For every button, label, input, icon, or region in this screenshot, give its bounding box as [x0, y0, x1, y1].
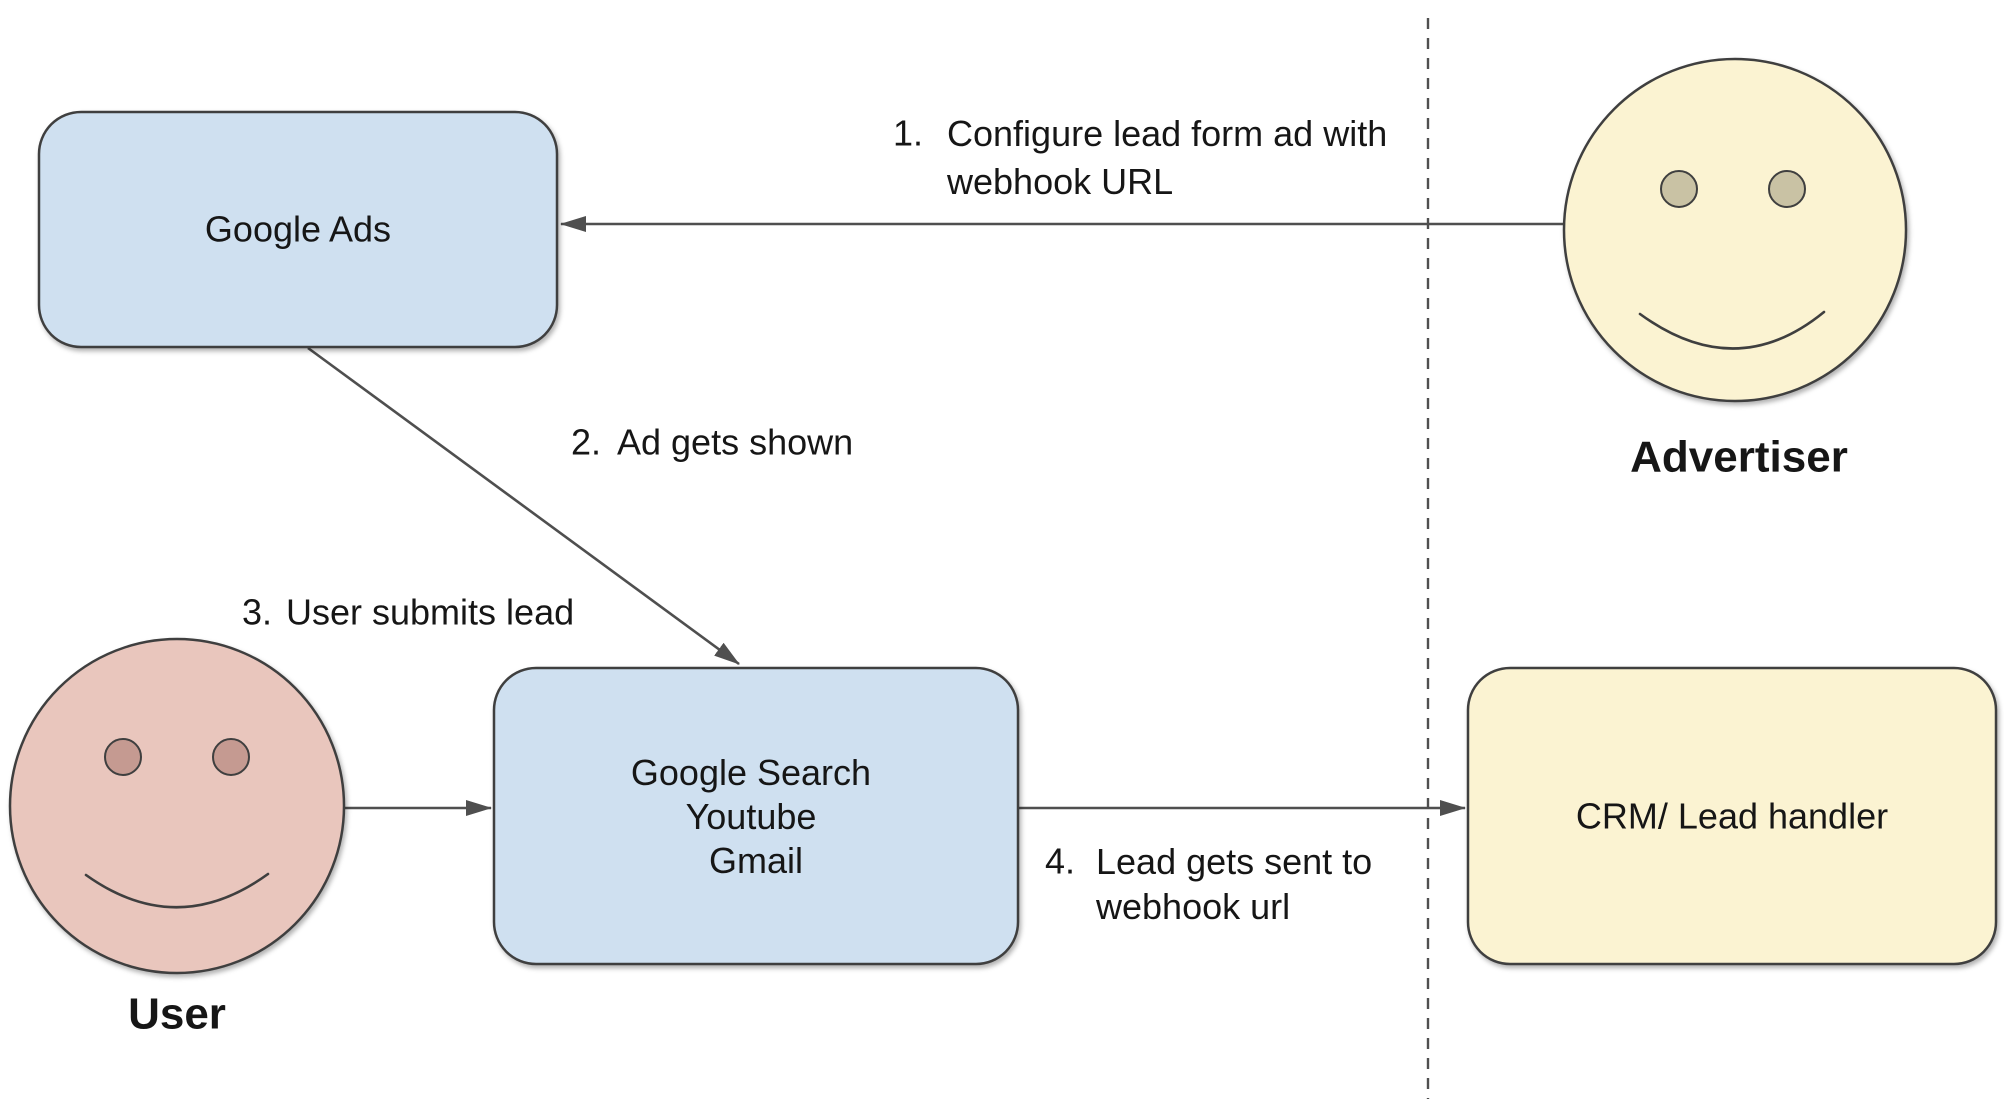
advertiser-avatar: Advertiser	[1562, 57, 1908, 482]
advertiser-left-eye-icon	[1660, 170, 1698, 208]
google-ads-label: Google Ads	[205, 209, 391, 250]
user-right-eye-icon	[212, 738, 250, 776]
user-caption: User	[128, 990, 226, 1039]
step-1-label: 1. Configure lead form ad with webhook U…	[893, 113, 1397, 202]
arrow-2-ad-shown	[307, 346, 740, 666]
step-1-number: 1.	[893, 113, 923, 154]
crm-node: CRM/ Lead handler	[1466, 666, 1998, 966]
step-3-text: User submits lead	[286, 592, 574, 633]
step-2-number: 2.	[571, 422, 601, 463]
platforms-box	[492, 666, 1020, 966]
user-left-eye-icon	[104, 738, 142, 776]
step-1-text: Configure lead form ad with webhook URL	[946, 113, 1397, 202]
user-avatar: User	[8, 637, 346, 1039]
step-2-text: Ad gets shown	[617, 422, 853, 463]
advertiser-smile-icon	[1638, 310, 1826, 350]
platforms-label: Google Search Youtube Gmail	[631, 752, 881, 881]
google-ads-box	[37, 110, 559, 349]
google-ads-node: Google Ads	[37, 110, 559, 349]
step-4-text: Lead gets sent to webhook url	[1095, 841, 1382, 927]
advertiser-right-eye-icon	[1768, 170, 1806, 208]
step-3-number: 3.	[242, 592, 272, 633]
user-smile-icon	[84, 872, 270, 909]
crm-label: CRM/ Lead handler	[1576, 796, 1888, 837]
step-2-label: 2. Ad gets shown	[571, 422, 853, 463]
step-4-label: 4. Lead gets sent to webhook url	[1045, 841, 1382, 927]
step-4-number: 4.	[1045, 841, 1075, 882]
advertiser-caption: Advertiser	[1630, 433, 1848, 482]
crm-box	[1466, 666, 1998, 966]
user-face-icon	[8, 637, 346, 975]
step-3-label: 3. User submits lead	[242, 592, 574, 633]
platforms-node: Google Search Youtube Gmail	[492, 666, 1020, 966]
